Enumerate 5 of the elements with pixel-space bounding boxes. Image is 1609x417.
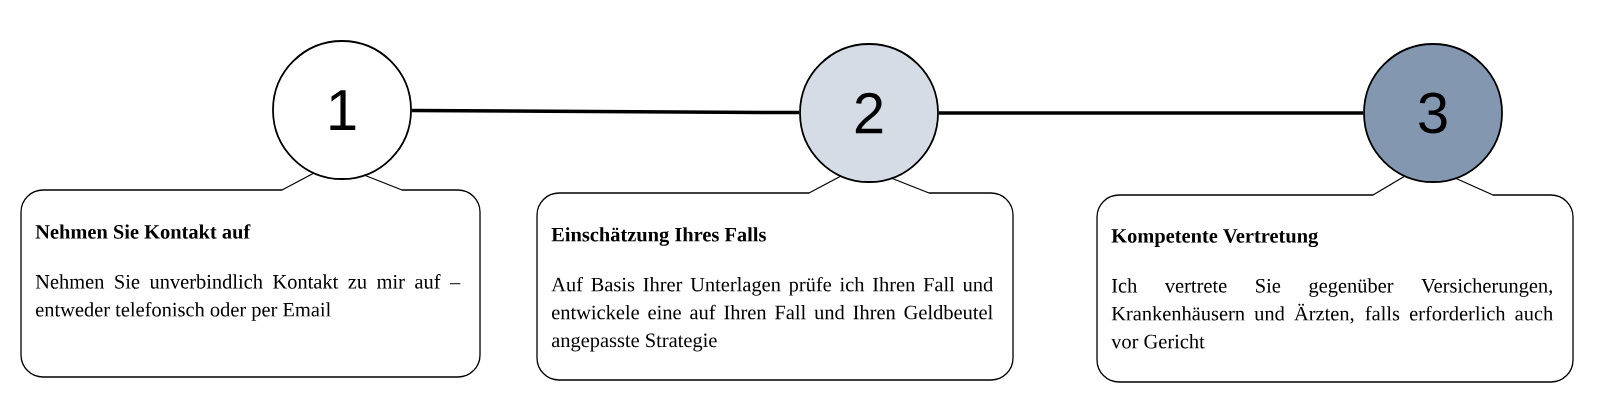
connector-line	[411, 108, 800, 115]
connector-line	[938, 111, 1364, 115]
callout-box: Kompetente Vertretung Ich vertrete Sie gegenüber Versicherungen, Krankenhäusern und Ärzten, falls erforderlich auch vor Gericht	[1096, 175, 1574, 383]
callout-box: Einschätzung Ihres Falls Auf Basis Ihrer Unterlagen prüfe ich Ihren Fall und entwickele eine auf Ihren Fall und Ihren Geldbeutel angepasste Strategie	[536, 175, 1014, 381]
callout-box: Nehmen Sie Kontakt auf Nehmen Sie unverbindlich Kontakt zu mir auf – entweder telefonisch oder per Email	[20, 172, 481, 378]
